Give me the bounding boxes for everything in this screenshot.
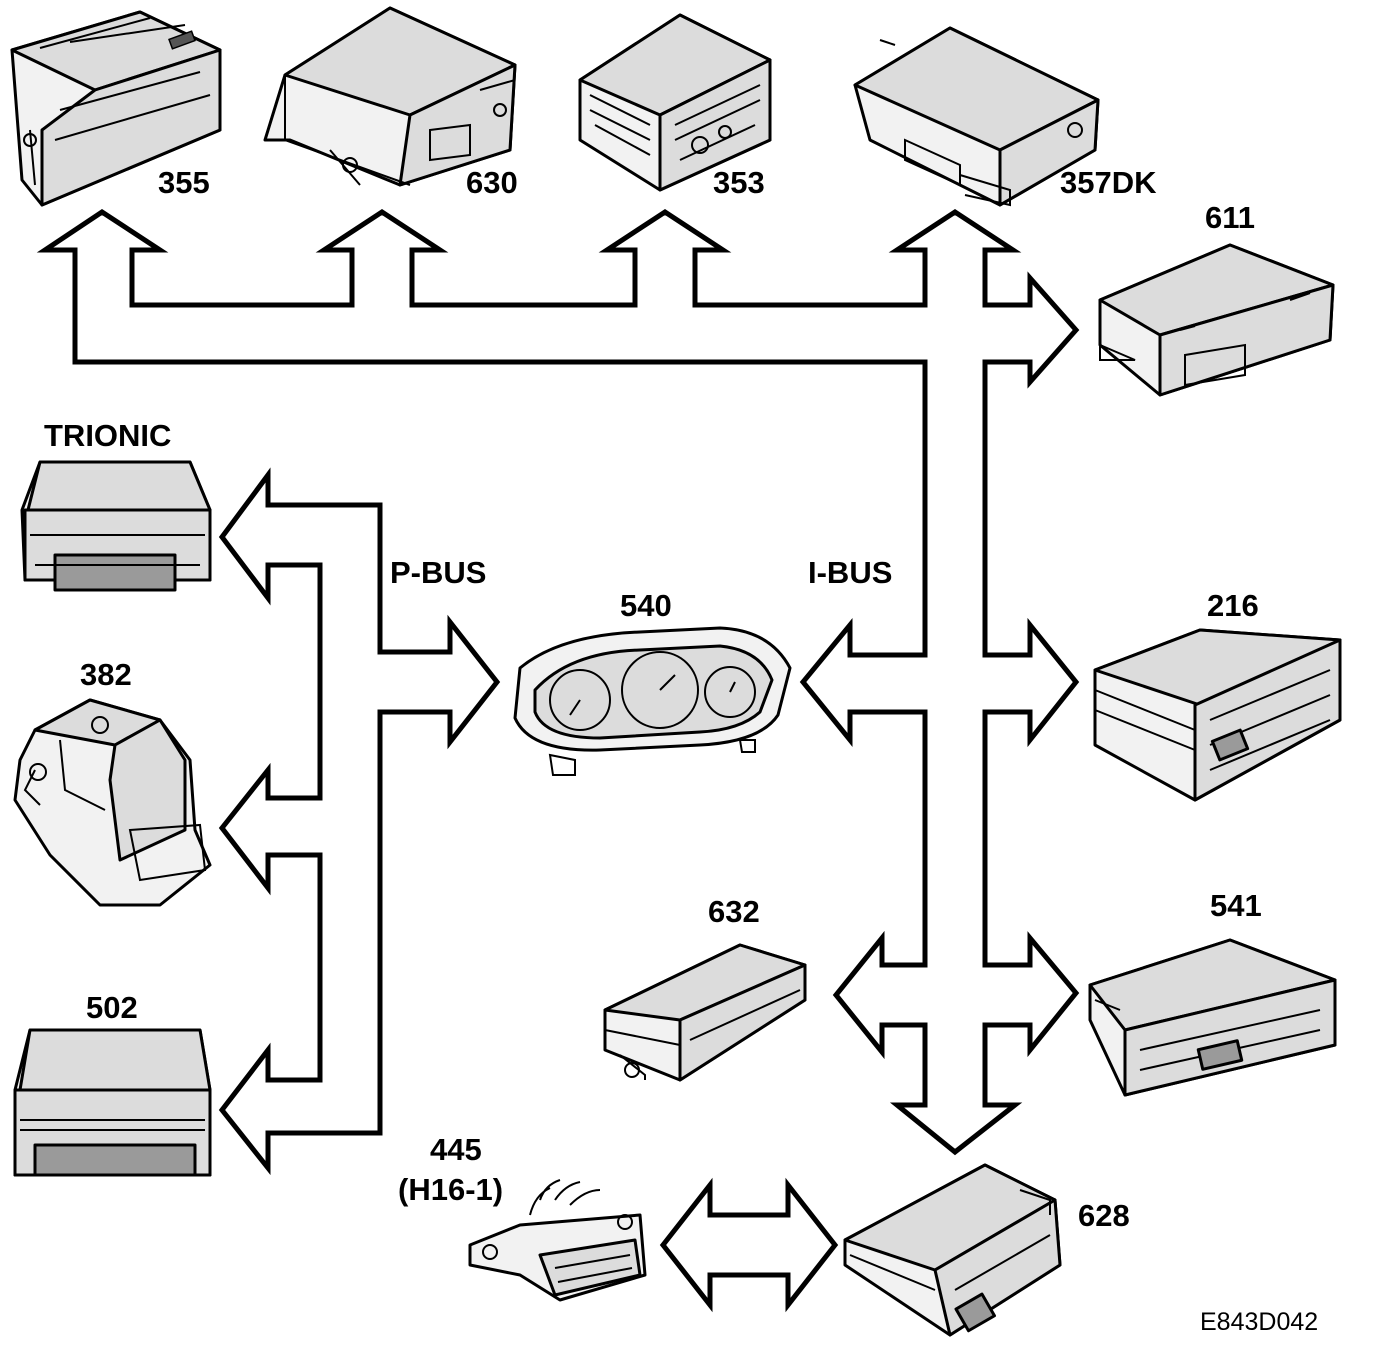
module-541	[1088, 938, 1337, 1097]
label-630: 630	[466, 165, 518, 200]
figure-id: E843D042	[1200, 1308, 1318, 1336]
label-540: 540	[620, 588, 672, 623]
label-632: 632	[708, 894, 760, 929]
module-355	[10, 10, 222, 207]
module-611	[1098, 243, 1335, 397]
label-p-bus: P-BUS	[390, 555, 486, 590]
label-502: 502	[86, 990, 138, 1025]
label-216: 216	[1207, 588, 1259, 623]
p-bus-arrows	[218, 467, 501, 1176]
module-357dk	[853, 26, 1100, 207]
bus-lines	[36, 209, 1080, 1313]
module-382	[13, 698, 212, 907]
module-632	[603, 943, 807, 1082]
module-445	[468, 1179, 647, 1302]
label-382: 382	[80, 657, 132, 692]
label-355: 355	[158, 165, 210, 200]
labels: 355 630 353 357DK 611 TRIONIC P-BUS I-BU…	[44, 165, 1318, 1336]
module-216	[1093, 628, 1342, 802]
label-541: 541	[1210, 888, 1262, 923]
label-628: 628	[1078, 1198, 1130, 1233]
module-353	[578, 13, 772, 192]
bus-arrow-to-355	[36, 209, 1080, 1156]
label-445-sub: (H16-1)	[398, 1172, 503, 1207]
module-628	[843, 1163, 1062, 1337]
label-357dk: 357DK	[1060, 165, 1157, 200]
label-445: 445	[430, 1132, 482, 1167]
label-trionic: TRIONIC	[44, 418, 171, 453]
module-630	[263, 6, 517, 187]
label-353: 353	[713, 165, 765, 200]
module-502	[13, 1028, 212, 1177]
diag-link-arrow	[659, 1177, 839, 1313]
label-611: 611	[1205, 200, 1255, 235]
module-trionic	[20, 460, 212, 592]
module-540	[513, 626, 792, 776]
label-i-bus: I-BUS	[808, 555, 892, 590]
